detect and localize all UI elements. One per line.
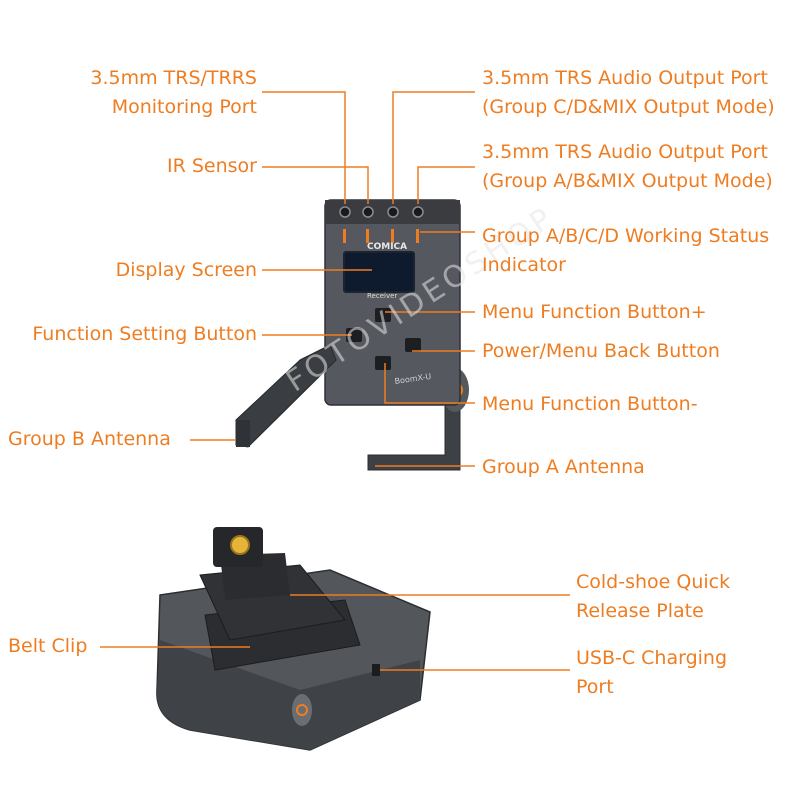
screw-thread bbox=[230, 535, 250, 555]
label-menu-minus: Menu Function Button- bbox=[482, 393, 698, 415]
leader-lines-bottom bbox=[100, 594, 570, 671]
label-output-port-ab: 3.5mm TRS Audio Output Port(Group A/B&MI… bbox=[482, 141, 773, 192]
label-group-b-antenna: Group B Antenna bbox=[8, 428, 171, 450]
status-leds bbox=[343, 229, 419, 243]
menu-minus-button[interactable] bbox=[375, 356, 391, 370]
label-belt-clip: Belt Clip bbox=[8, 635, 88, 657]
label-function-setting-button: Function Setting Button bbox=[32, 323, 257, 345]
label-power-menu-back: Power/Menu Back Button bbox=[482, 340, 720, 362]
brand-logo: COMICA bbox=[367, 242, 407, 252]
label-menu-plus: Menu Function Button+ bbox=[482, 301, 707, 323]
audio-ports bbox=[339, 206, 424, 218]
label-output-port-cd: 3.5mm TRS Audio Output Port(Group C/D&MI… bbox=[482, 67, 775, 118]
clip-assembly bbox=[156, 527, 431, 751]
screen-label: Receiver bbox=[367, 292, 397, 300]
label-display-screen: Display Screen bbox=[115, 259, 257, 281]
display-screen bbox=[343, 251, 415, 293]
leader-lines bbox=[190, 91, 475, 467]
power-back-button[interactable] bbox=[405, 338, 421, 352]
receiver-device: COMICA Receiver BoomX-U bbox=[235, 199, 469, 471]
label-group-a-antenna: Group A Antenna bbox=[482, 456, 645, 478]
label-ir-sensor: IR Sensor bbox=[167, 155, 257, 177]
function-setting-button[interactable] bbox=[346, 328, 362, 342]
